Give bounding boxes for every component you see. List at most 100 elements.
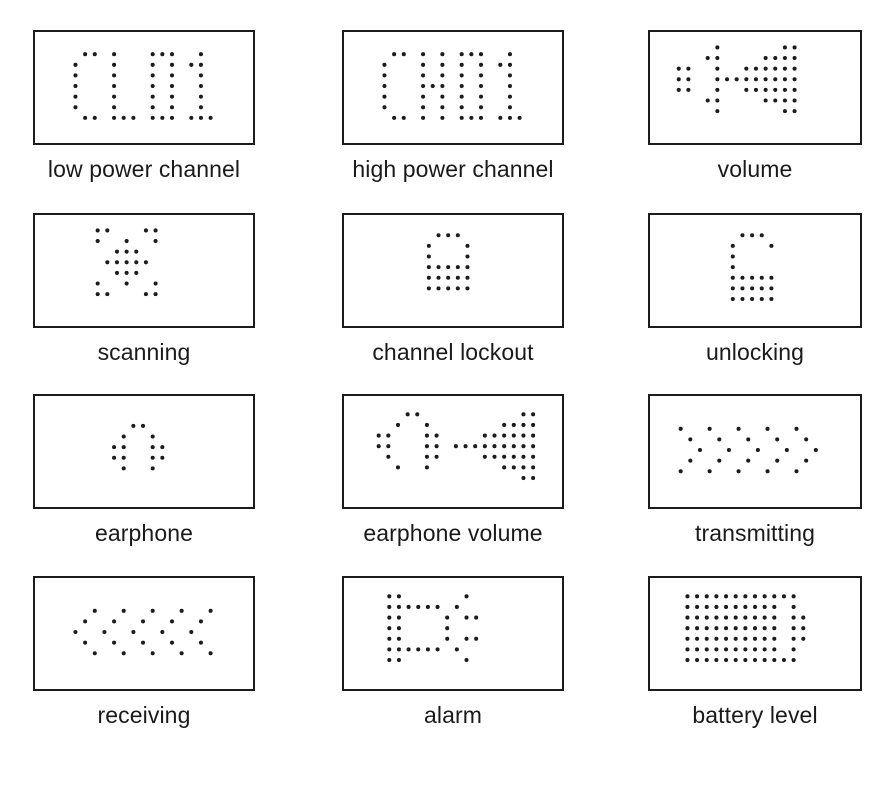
- matrix-dot: [465, 243, 470, 248]
- matrix-dot: [781, 658, 786, 663]
- matrix-dot: [715, 45, 720, 50]
- matrix-dot: [150, 651, 155, 656]
- matrix-dot: [511, 422, 516, 427]
- matrix-dot: [92, 52, 97, 57]
- matrix-dot: [105, 260, 110, 265]
- matrix-dot: [387, 626, 392, 631]
- matrix-dot: [446, 286, 451, 291]
- matrix-dot: [730, 296, 735, 302]
- matrix-dot: [435, 647, 440, 652]
- matrix-dot: [112, 640, 117, 645]
- dot-matrix-transmitting: [678, 426, 818, 474]
- dot-matrix-high-power-channel: [382, 52, 522, 120]
- matrix-dot: [740, 286, 745, 291]
- lcd-display-alarm: [342, 576, 564, 691]
- matrix-dot: [454, 647, 459, 652]
- matrix-dot: [169, 619, 175, 624]
- matrix-dot: [121, 445, 126, 450]
- matrix-dot: [169, 62, 175, 67]
- matrix-dot: [415, 412, 420, 417]
- dot-matrix-channel-lockout: [426, 233, 470, 291]
- matrix-dot: [150, 73, 155, 78]
- matrix-dot: [762, 647, 767, 652]
- dot-matrix-unlocking: [730, 233, 774, 302]
- matrix-dot: [150, 105, 155, 110]
- matrix-dot: [459, 115, 464, 120]
- matrix-dot: [801, 626, 806, 631]
- matrix-dot: [750, 286, 755, 291]
- matrix-dot: [131, 423, 136, 428]
- matrix-dot: [150, 608, 155, 613]
- matrix-dot: [208, 651, 213, 656]
- matrix-dot: [421, 94, 426, 99]
- matrix-dot: [112, 62, 117, 67]
- matrix-dot: [733, 658, 738, 663]
- matrix-dot: [396, 658, 401, 663]
- matrix-dot: [752, 604, 758, 609]
- matrix-dot: [704, 594, 709, 599]
- matrix-dot: [421, 62, 426, 67]
- matrix-dot: [73, 105, 78, 110]
- matrix-dot: [141, 619, 146, 624]
- matrix-dot: [396, 626, 401, 631]
- matrix-dot: [724, 658, 729, 663]
- matrix-dot: [153, 239, 158, 244]
- matrix-dot: [733, 636, 738, 641]
- matrix-dot: [112, 115, 117, 120]
- icon-caption-transmitting: transmitting: [694, 520, 816, 546]
- icon-cell-earphone: earphone: [33, 394, 255, 545]
- matrix-dot: [750, 296, 755, 302]
- matrix-dot: [436, 265, 441, 270]
- matrix-dot: [752, 615, 758, 620]
- matrix-dot: [430, 84, 435, 89]
- matrix-dot: [736, 426, 741, 431]
- matrix-dot: [685, 626, 690, 631]
- matrix-dot: [676, 66, 681, 71]
- icon-cell-receiving: receiving: [33, 576, 255, 727]
- matrix-dot: [782, 45, 787, 50]
- matrix-dot: [743, 615, 748, 620]
- matrix-dot: [772, 615, 777, 620]
- matrix-dot: [114, 249, 120, 254]
- matrix-dot: [686, 66, 691, 71]
- matrix-dot: [517, 115, 522, 120]
- matrix-dot: [421, 105, 426, 110]
- matrix-dot: [685, 615, 690, 620]
- icon-cell-unlocking: unlocking: [648, 213, 862, 364]
- matrix-dot: [782, 87, 787, 92]
- matrix-dot: [406, 604, 411, 609]
- matrix-dot: [765, 426, 770, 431]
- matrix-dot: [440, 73, 445, 78]
- matrix-dot: [743, 626, 748, 631]
- matrix-dot: [715, 56, 720, 61]
- matrix-dot: [396, 594, 401, 599]
- matrix-dot: [102, 630, 107, 635]
- matrix-dot: [502, 444, 507, 449]
- matrix-dot: [752, 636, 758, 641]
- matrix-dot: [743, 658, 748, 663]
- lcd-display-earphone-volume: [342, 394, 564, 509]
- matrix-dot: [478, 115, 484, 120]
- matrix-dot: [421, 115, 426, 120]
- matrix-dot: [507, 105, 512, 110]
- matrix-dot: [478, 94, 484, 99]
- matrix-dot: [459, 94, 464, 99]
- matrix-dot: [686, 77, 691, 82]
- matrix-dot: [714, 636, 719, 641]
- matrix-dot: [695, 636, 700, 641]
- matrix-dot: [782, 56, 787, 61]
- matrix-dot: [492, 454, 497, 459]
- matrix-dot: [169, 105, 175, 110]
- matrix-dot: [676, 87, 681, 92]
- matrix-dot: [436, 233, 441, 238]
- matrix-dot: [121, 466, 126, 471]
- matrix-dot: [459, 105, 464, 110]
- matrix-dot: [507, 115, 512, 120]
- matrix-dot: [124, 281, 129, 286]
- matrix-dot: [744, 77, 749, 82]
- matrix-dot: [695, 647, 700, 652]
- matrix-dot: [386, 454, 391, 459]
- matrix-dot: [424, 433, 429, 438]
- matrix-dot: [502, 433, 507, 438]
- matrix-dot: [153, 292, 158, 297]
